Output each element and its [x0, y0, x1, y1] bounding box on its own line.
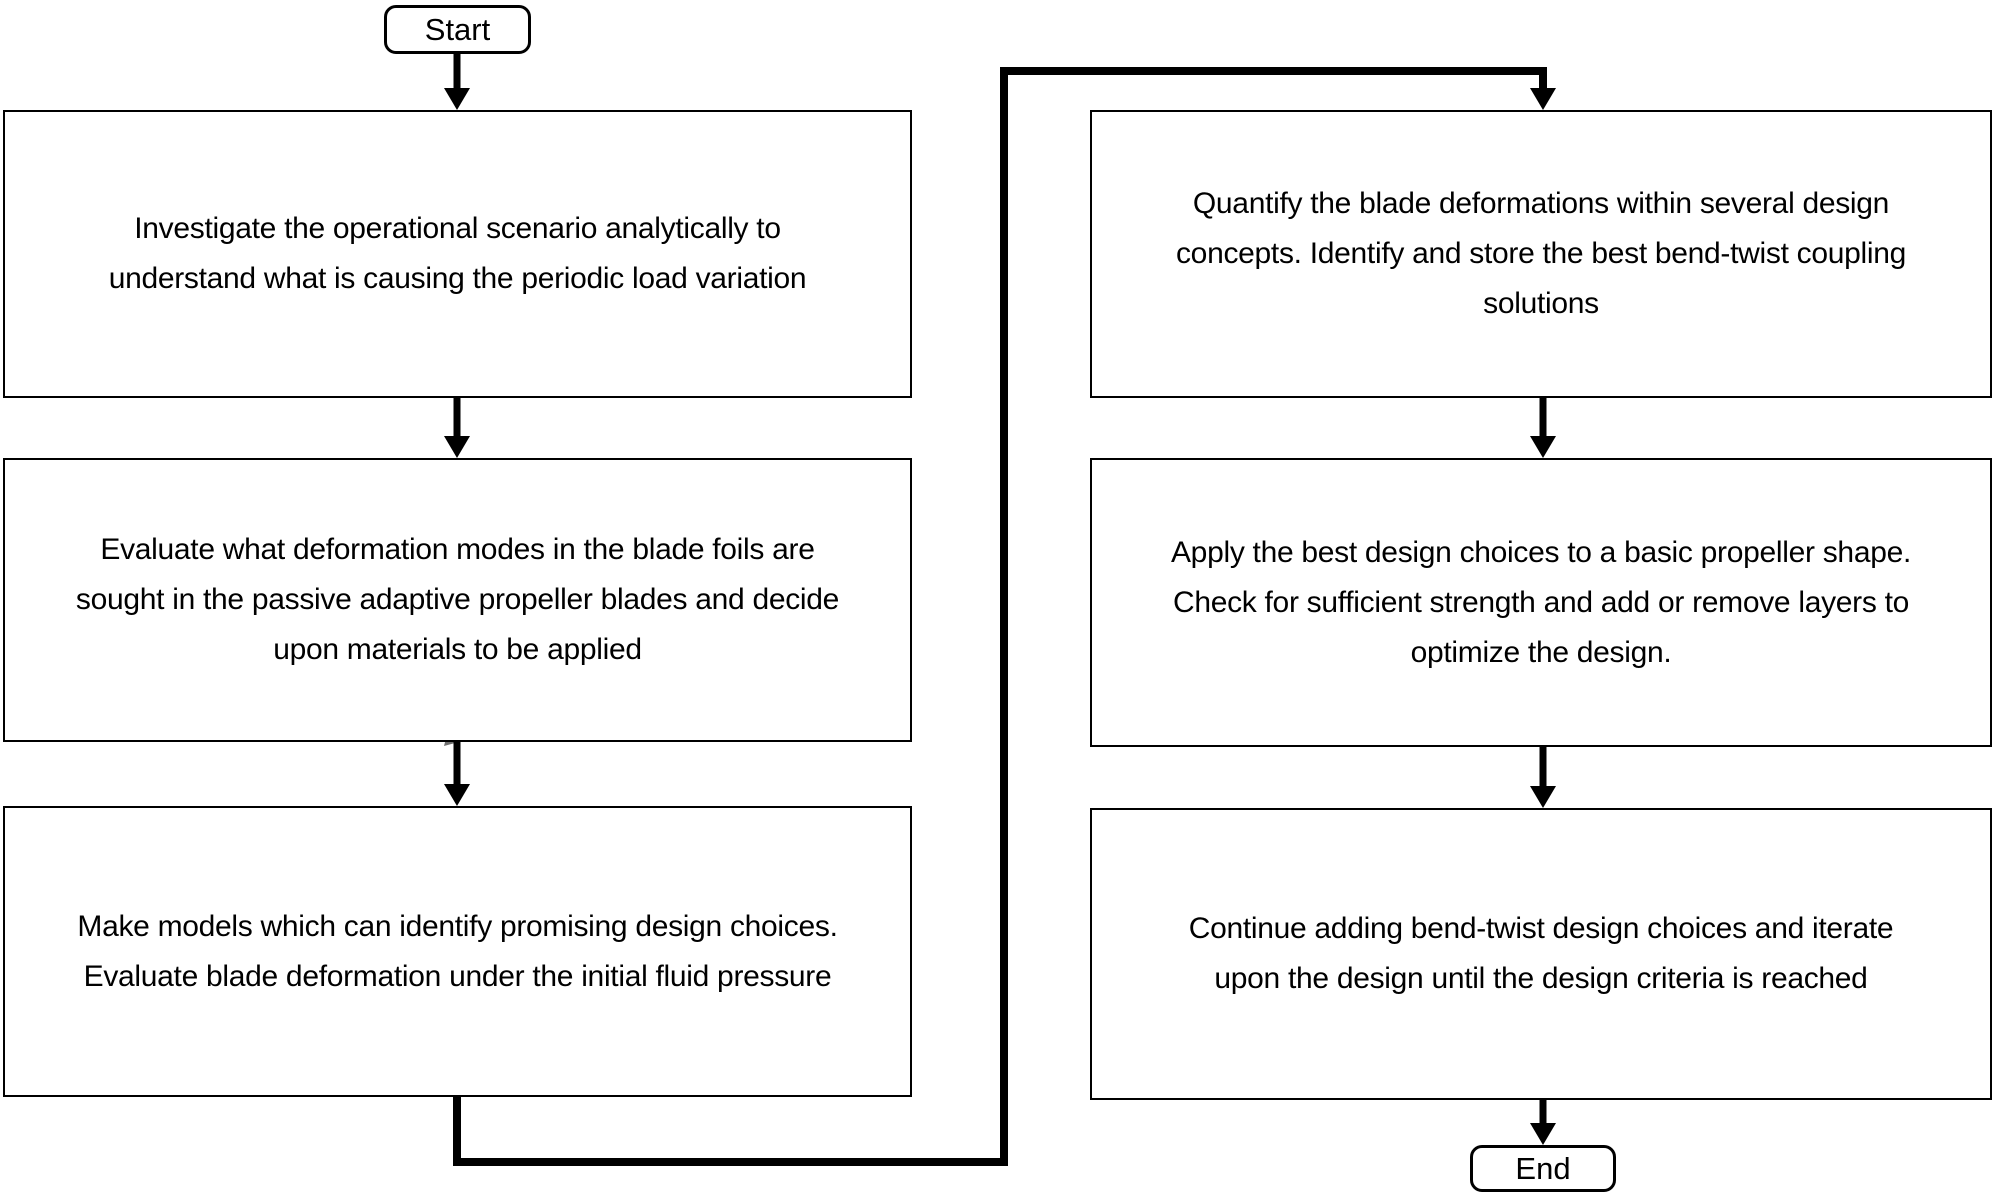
process-box-investigate-scenario: Investigate the operational scenario ana…	[3, 110, 912, 398]
end-label: End	[1515, 1150, 1571, 1186]
arrow-quantify-to-apply	[1530, 398, 1556, 458]
process-text: Evaluate what deformation modes in the b…	[75, 533, 840, 666]
arrow-apply-to-continue	[1530, 747, 1556, 808]
process-box-evaluate-deformation-modes: Evaluate what deformation modes in the b…	[3, 458, 912, 742]
start-label: Start	[424, 11, 491, 47]
process-box-make-models: Make models which can identify promising…	[3, 806, 912, 1097]
arrow-start-to-investigate	[444, 54, 470, 110]
process-text: Investigate the operational scenario ana…	[108, 212, 807, 295]
arrow-evaluate-to-models	[444, 742, 470, 806]
process-text: Quantify the blade deformations within s…	[1175, 187, 1906, 320]
start-node: Start	[384, 5, 531, 54]
process-box-quantify-deformations: Quantify the blade deformations within s…	[1090, 110, 1992, 398]
arrow-investigate-to-evaluate	[444, 398, 470, 458]
process-text: Continue adding bend-twist design choice…	[1188, 912, 1894, 995]
end-node: End	[1470, 1145, 1616, 1192]
process-box-continue-iterating: Continue adding bend-twist design choice…	[1090, 808, 1992, 1100]
process-text: Make models which can identify promising…	[77, 909, 838, 993]
arrow-continue-to-end	[1530, 1100, 1556, 1145]
process-text: Apply the best design choices to a basic…	[1170, 535, 1912, 669]
process-box-apply-design-choices: Apply the best design choices to a basic…	[1090, 458, 1992, 747]
